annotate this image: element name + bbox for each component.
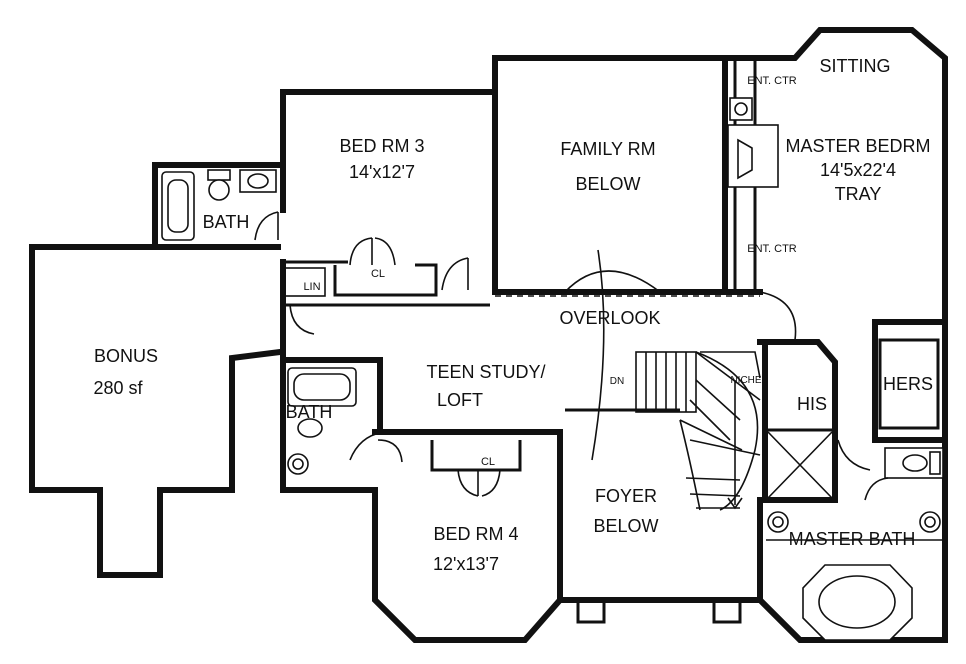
label-bed-rm-3-size: 14'x12'7 xyxy=(349,162,415,182)
label-bonus-size: 280 sf xyxy=(93,378,143,398)
stair-treads xyxy=(645,351,761,456)
master-door xyxy=(759,291,797,341)
label-cl-bottom: CL xyxy=(481,456,495,468)
sink-bowl-top xyxy=(247,173,269,189)
label-foyer-note: BELOW xyxy=(593,516,658,536)
master-bath-walls xyxy=(757,437,948,643)
his-closet-x xyxy=(767,431,833,499)
label-family-rm-note: BELOW xyxy=(575,174,640,194)
label-teen-study: TEEN STUDY/ xyxy=(426,362,545,382)
bath-top-door-swing xyxy=(254,211,279,241)
label-family-rm: FAMILY RM xyxy=(560,139,655,159)
label-master-bath: MASTER BATH xyxy=(789,529,916,549)
label-bed-rm-4-size: 12'x13'7 xyxy=(433,554,499,574)
label-niche: NICHE xyxy=(730,375,761,386)
toilet-mid xyxy=(297,418,323,438)
label-bed-rm-3: BED RM 3 xyxy=(339,136,424,156)
label-master-bedrm-size: 14'5x22'4 xyxy=(820,160,896,180)
fireplace xyxy=(727,124,779,188)
label-hers: HERS xyxy=(883,374,933,394)
hers-closet-walls xyxy=(872,319,948,443)
toilet-tank-top xyxy=(207,169,231,181)
label-ent-ctr-top: ENT. CTR xyxy=(747,75,797,87)
label-master-bedrm-note: TRAY xyxy=(835,184,882,204)
bathtub-top-inner xyxy=(167,179,189,233)
closet-top xyxy=(333,263,438,297)
bonus-room-walls xyxy=(29,244,284,578)
label-lin: LIN xyxy=(303,281,320,293)
label-bed-rm-4: BED RM 4 xyxy=(433,524,518,544)
label-bath-mid: BATH xyxy=(286,402,333,422)
label-master-bedrm: MASTER BEDRM xyxy=(785,136,930,156)
stair-curve-inner xyxy=(679,419,701,511)
master-bedrm-walls xyxy=(722,27,948,323)
label-foyer: FOYER xyxy=(595,486,657,506)
bath-top-walls xyxy=(152,162,286,250)
his-closet-walls xyxy=(757,339,838,503)
label-bath-top: BATH xyxy=(203,212,250,232)
closet-bottom xyxy=(430,440,522,472)
linen-closet xyxy=(284,267,326,297)
label-cl-top: CL xyxy=(371,268,385,280)
label-ent-ctr-bottom: ENT. CTR xyxy=(747,243,797,255)
label-loft: LOFT xyxy=(437,390,483,410)
bath-mid-walls xyxy=(280,357,383,435)
toilet-top xyxy=(208,179,230,201)
label-overlook: OVERLOOK xyxy=(559,308,660,328)
bed-rm-3-door xyxy=(441,257,469,291)
label-bonus: BONUS xyxy=(94,346,158,366)
label-dn: DN xyxy=(610,376,624,387)
overlook-arc xyxy=(564,270,661,293)
label-sitting: SITTING xyxy=(820,56,891,76)
bath-mid-door xyxy=(349,431,386,461)
label-his: HIS xyxy=(797,394,827,414)
